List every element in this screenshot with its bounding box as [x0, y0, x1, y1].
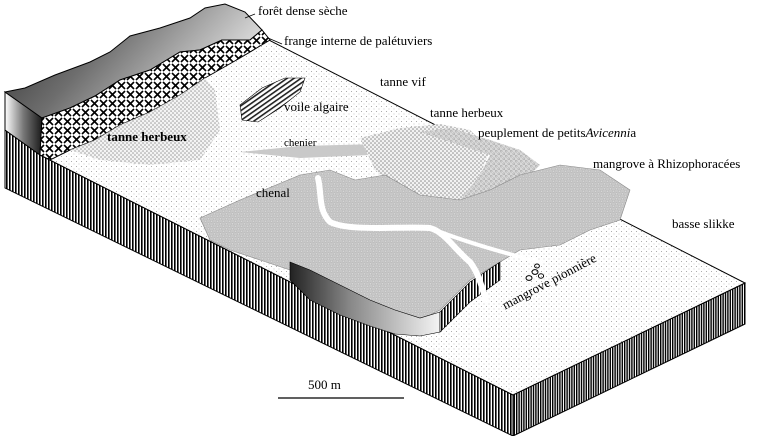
label-tanne-herbeux-left: tanne herbeux	[107, 129, 187, 144]
mangrove-pionniere-tufts	[525, 263, 545, 281]
leader-lines	[244, 13, 283, 45]
label-peuplement-suffix: a	[630, 125, 637, 140]
label-voile-algaire: voile algaire	[284, 99, 349, 114]
chenal-channel	[315, 175, 489, 303]
label-tanne-herbeux-right: tanne herbeux	[430, 105, 504, 120]
label-chenier: chenier	[284, 137, 317, 149]
mangrove-front-edge-hatch	[439, 261, 501, 333]
label-chenal: chenal	[256, 185, 290, 200]
label-frange-interne: frange interne de palétuviers	[284, 33, 433, 48]
label-peuplement-genus: Avicenni	[585, 125, 631, 140]
voile-algaire-zone	[239, 77, 306, 123]
label-peuplement-prefix: peuplement de petits	[478, 125, 586, 140]
scale-bar-label: 500 m	[308, 377, 341, 392]
label-tanne-vif: tanne vif	[380, 74, 426, 89]
tanne-herbeux-right-zone	[360, 124, 490, 210]
label-foret-dense-seche: forêt dense sèche	[258, 3, 348, 18]
chenal-branch	[428, 226, 542, 264]
label-basse-slikke: basse slikke	[672, 216, 735, 231]
label-mangrove-rhizophoracees: mangrove à Rhizophoracées	[593, 156, 741, 171]
tanne-herbeux-left-zone	[70, 78, 220, 165]
label-peuplement-avicennia: peuplement de petitsAvicennia	[478, 126, 636, 139]
